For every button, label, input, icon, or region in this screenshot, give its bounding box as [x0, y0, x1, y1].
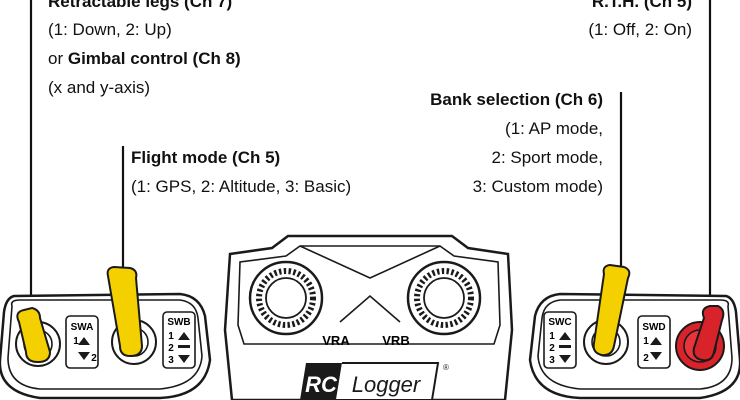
swc-switch[interactable]	[583, 263, 631, 365]
leader-lines	[29, 0, 712, 316]
swa-pos-1: 1	[73, 336, 79, 347]
swb-switch[interactable]	[106, 265, 157, 365]
knob-vra[interactable]	[248, 260, 324, 336]
swc-pos-1: 1	[549, 331, 555, 342]
swd-label-box: SWD 1 2	[637, 315, 671, 369]
vra-label: VRA	[322, 333, 350, 348]
swb-label-box: SWB 1 2 3	[162, 311, 196, 369]
swa-name: SWA	[71, 322, 94, 333]
swb-pos-2: 2	[168, 343, 174, 354]
retract-detail: (1: Down, 2: Up)	[48, 20, 172, 39]
retract-title: Retractable legs (Ch 7)	[48, 0, 233, 11]
swd-lever	[692, 305, 725, 362]
bank-line-3: 3: Custom mode)	[472, 177, 603, 196]
bank-line-2: 2: Sport mode,	[491, 148, 603, 167]
left-switch-panel	[0, 292, 212, 400]
swd-pos-2: 2	[643, 353, 649, 364]
flight-detail: (1: GPS, 2: Altitude, 3: Basic)	[131, 177, 352, 196]
swd-switch[interactable]	[675, 305, 725, 371]
swd-pos-1: 1	[643, 336, 649, 347]
swb-lever	[106, 265, 144, 358]
logo-rc: RC	[305, 372, 338, 397]
swc-name: SWC	[548, 317, 571, 328]
gimbal-detail: (x and y-axis)	[48, 78, 151, 97]
logo-logger: Logger	[352, 372, 422, 397]
rclogger-logo: RC Logger ®	[300, 362, 449, 400]
swa-label-box: SWA 1 2	[65, 315, 99, 369]
rth-title: R.T.H. (Ch 5)	[591, 0, 692, 11]
swa-lever	[16, 306, 52, 364]
knob-vrb[interactable]	[406, 260, 482, 336]
bank-title: Bank selection (Ch 6)	[430, 90, 603, 109]
swb-pos-1: 1	[168, 331, 174, 342]
swc-label-box: SWC 1 2 3	[543, 311, 577, 369]
swc-lever	[592, 263, 631, 357]
flight-title: Flight mode (Ch 5)	[131, 148, 281, 167]
gimbal-line: or Gimbal control (Ch 8)	[48, 49, 241, 68]
swd-name: SWD	[642, 322, 665, 333]
swc-pos-2: 2	[549, 343, 555, 354]
swa-switch[interactable]	[15, 306, 61, 367]
right-switch-panel	[528, 292, 740, 400]
bank-line-1: (1: AP mode,	[505, 119, 603, 138]
swb-pos-3: 3	[168, 355, 174, 366]
swa-pos-2: 2	[91, 353, 97, 364]
vrb-label: VRB	[382, 333, 409, 348]
swc-pos-3: 3	[549, 355, 555, 366]
swb-name: SWB	[167, 317, 190, 328]
rth-detail: (1: Off, 2: On)	[588, 20, 692, 39]
logo-registered: ®	[443, 363, 449, 372]
